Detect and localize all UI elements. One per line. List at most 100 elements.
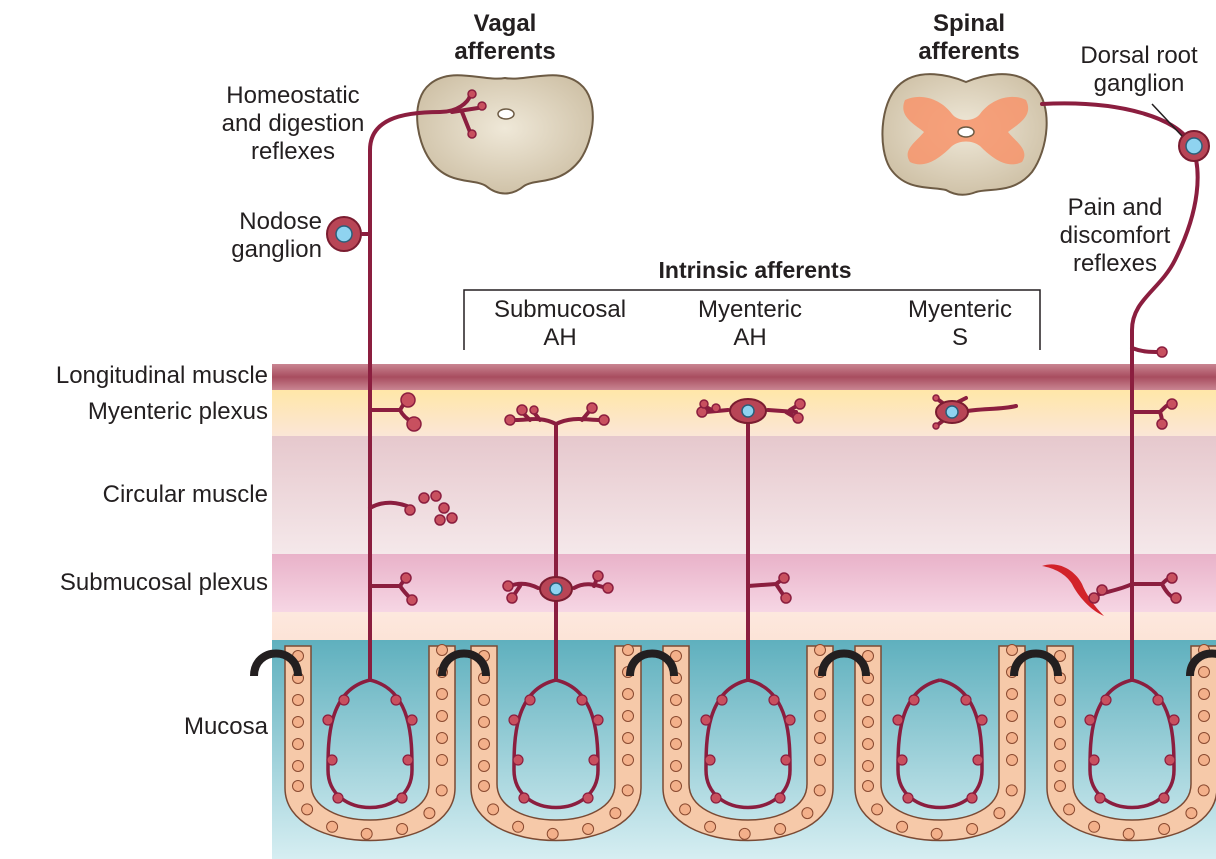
epithelial-cell [671,761,682,772]
nerve-terminal [769,695,779,705]
epithelial-cell [547,828,558,839]
nerve-terminal [327,755,337,765]
epithelial-cell [671,739,682,750]
epithelial-cell [814,785,825,796]
nerve-terminal [893,715,903,725]
epithelial-cell [623,733,634,744]
epithelial-cell [863,739,874,750]
epithelial-cell [863,781,874,792]
epithelial-cell [1198,785,1209,796]
nerve-terminal [705,755,715,765]
layer-label-longitudinal-muscle: Longitudinal muscle [0,362,268,390]
pain-line1: Pain and [1040,194,1190,222]
myenteric-s-cell-body [936,401,968,423]
epithelial-cell [293,739,304,750]
epithelial-cell [437,755,448,766]
layer-label-mucosa: Mucosa [0,713,268,741]
nerve-terminal [407,715,417,725]
nerve-terminal [961,695,971,705]
epithelial-cell [293,717,304,728]
epithelial-cell [623,711,634,722]
nerve-terminal [1089,755,1099,765]
dorsal-root-ganglion-cell [1179,131,1209,161]
nerve-terminal [339,695,349,705]
vagal-title-line1: Vagal [440,10,570,38]
epithelial-cell [671,781,682,792]
epithelial-cell [1089,821,1100,832]
homeostatic-line3: reflexes [198,138,388,166]
myenteric-ah-line2: AH [670,324,830,352]
epithelial-cell [623,755,634,766]
homeostatic-line1: Homeostatic [198,82,388,110]
spinal-title-line1: Spinal [904,10,1034,38]
epithelial-cell [293,695,304,706]
nerve-terminal [1101,695,1111,705]
mucosa-epithelium [254,640,1216,859]
nerve-terminal [775,793,785,803]
nerve-terminal [391,695,401,705]
nerve-terminal [519,793,529,803]
epithelial-cell [1007,711,1018,722]
epithelial-cell [863,695,874,706]
epithelial-cell [437,733,448,744]
epithelial-cell [1007,755,1018,766]
vagal-title-line2: afferents [440,38,570,66]
central-canal [958,127,974,137]
nerve-terminal [1095,793,1105,803]
epithelial-cell [863,717,874,728]
nerve-terminal [973,755,983,765]
epithelial-cell [1006,785,1017,796]
layer-label-myenteric-plexus: Myenteric plexus [0,398,268,426]
nerve-terminal [589,755,599,765]
nodose-ganglion-label: Nodose ganglion [190,208,322,264]
epithelial-cell [1055,761,1066,772]
nerve-terminal [583,793,593,803]
nerve-terminal [967,793,977,803]
epithelial-cell [1123,828,1134,839]
epithelial-cell [1055,739,1066,750]
epithelial-cell [513,821,524,832]
epithelial-cell [1159,824,1170,835]
epithelial-cell [479,717,490,728]
vagal-afferents-title: Vagal afferents [440,10,570,66]
intrinsic-afferents-title: Intrinsic afferents [620,256,890,284]
submucosal-ah-cell-body [540,577,572,601]
epithelial-cell [815,755,826,766]
epithelial-cell [872,804,883,815]
nerve-terminal [333,793,343,803]
epithelial-cell [293,761,304,772]
nodose-line1: Nodose [190,208,322,236]
nerve-terminal [403,755,413,765]
epithelial-cell [583,824,594,835]
epithelial-cell [1007,733,1018,744]
nerve-terminal [711,793,721,803]
submucosal-ah-line1: Submucosal [470,296,650,324]
nerve-terminal [717,695,727,705]
nerve-terminal [1153,695,1163,705]
submucosal-ah-label: Submucosal AH [470,296,650,352]
myenteric-s-line2: S [880,324,1040,352]
circular-muscle-layer [272,436,1216,554]
epithelial-cell [437,645,448,656]
central-canal [498,109,514,119]
epithelial-cell [1007,645,1018,656]
nerve-terminal [897,755,907,765]
spinal-afferents-title: Spinal afferents [904,10,1034,66]
epithelial-cell [815,645,826,656]
nerve-terminal [593,715,603,725]
nerve-terminal [577,695,587,705]
epithelial-cell [931,828,942,839]
drg-line1: Dorsal root [1064,42,1214,70]
nerve-terminal [701,715,711,725]
spinal-cord-section [882,74,1046,195]
epithelial-cell [1055,781,1066,792]
myenteric-ah-label: Myenteric AH [670,296,830,352]
epithelial-cell [479,739,490,750]
nerve-terminal [509,715,519,725]
nerve-terminal [397,793,407,803]
nerve-terminal [323,715,333,725]
epithelial-cell [739,828,750,839]
epithelial-cell [863,761,874,772]
nerve-terminal [903,793,913,803]
epithelial-cell [623,645,634,656]
